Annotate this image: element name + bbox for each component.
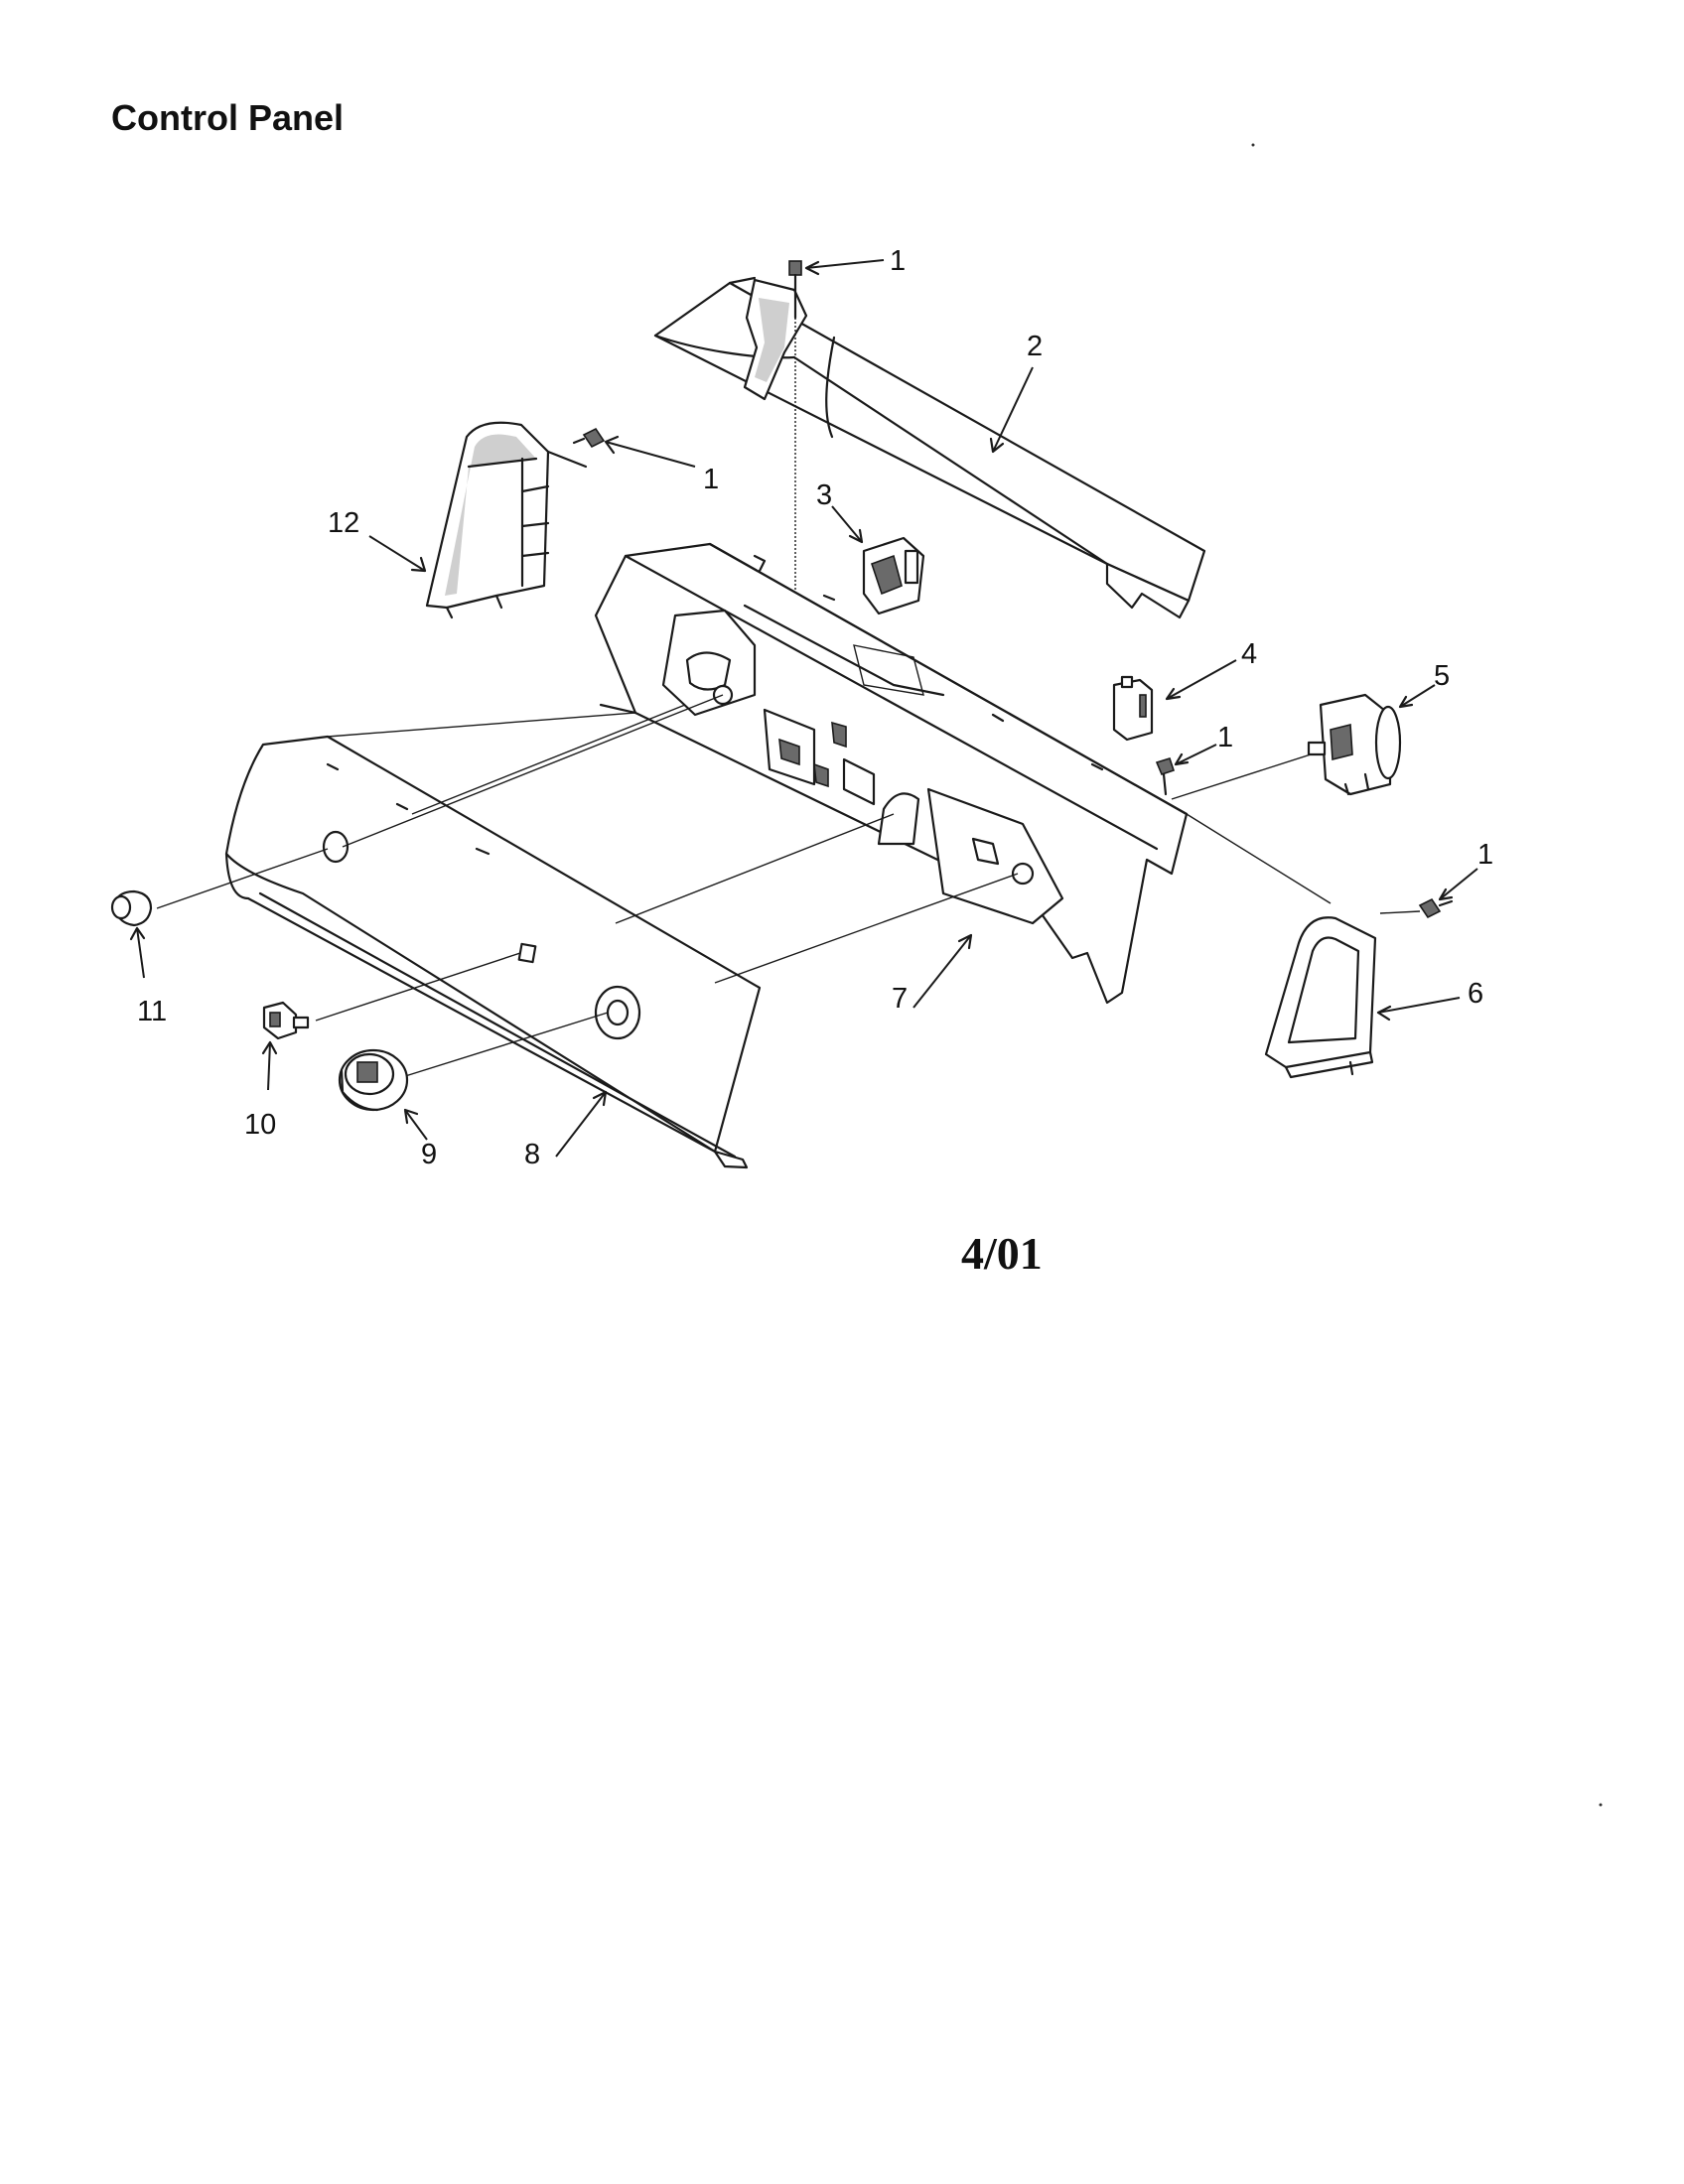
revision-date: 4/01 xyxy=(961,1228,1043,1279)
part-6-right-end-cap xyxy=(1264,916,1461,1079)
part-11-knob xyxy=(110,889,153,979)
callout-11: 11 xyxy=(137,996,167,1027)
callout-4: 4 xyxy=(1241,638,1257,670)
part-8-front-panel xyxy=(224,735,762,1169)
part-1-screw-left xyxy=(572,427,696,468)
page-title: Control Panel xyxy=(111,97,345,138)
part-1-screw-middle xyxy=(1155,744,1217,796)
callout-9: 9 xyxy=(421,1139,437,1170)
part-4-small-switch xyxy=(1112,659,1237,742)
part-2-leader xyxy=(989,366,1034,454)
part-12-left-end-cap xyxy=(425,421,588,619)
callout-1-right: 1 xyxy=(1477,839,1493,871)
callout-1-left: 1 xyxy=(703,464,719,495)
callout-6: 6 xyxy=(1468,978,1483,1010)
part-2-top-cover xyxy=(653,276,1206,619)
callout-5: 5 xyxy=(1434,660,1450,692)
part-3-switch xyxy=(831,505,925,615)
assembly-lines xyxy=(156,694,1421,1078)
part-5-timer xyxy=(1307,684,1436,796)
callout-10: 10 xyxy=(244,1109,276,1141)
callout-12: 12 xyxy=(328,507,359,539)
speck-top-right xyxy=(1251,143,1255,147)
part-9-selector xyxy=(338,1048,428,1141)
part-1-screw-top xyxy=(788,259,885,611)
part-10-push-switch xyxy=(261,1001,310,1091)
speck-bottom-right xyxy=(1599,1803,1603,1807)
callout-8: 8 xyxy=(524,1139,540,1170)
part-12-leader xyxy=(368,535,427,573)
callout-1-top: 1 xyxy=(890,245,906,277)
callout-2: 2 xyxy=(1027,331,1043,362)
callout-1-middle: 1 xyxy=(1217,722,1233,753)
callout-7: 7 xyxy=(892,983,908,1015)
callout-3: 3 xyxy=(816,479,832,511)
part-7-control-panel xyxy=(594,542,1189,1009)
part-1-screw-right xyxy=(1418,868,1478,919)
